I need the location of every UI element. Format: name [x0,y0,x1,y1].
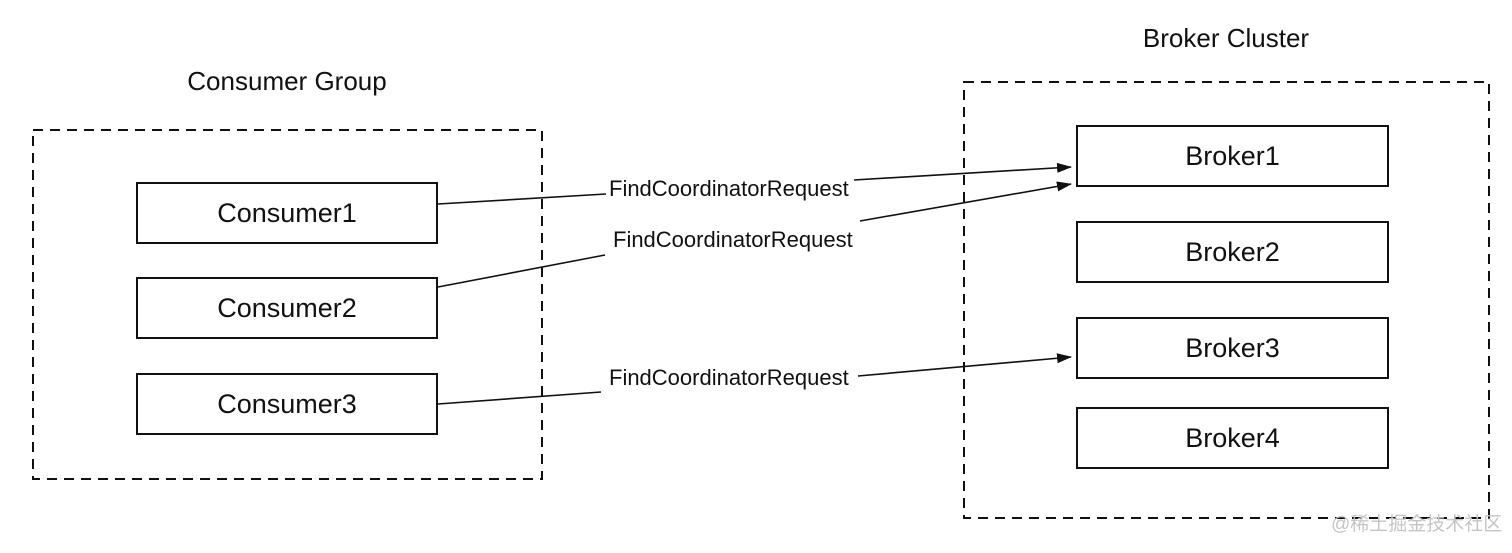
edge-label-consumer1-broker1: FindCoordinatorRequest [609,176,849,201]
node-consumer1: Consumer1 [136,182,438,244]
edge-consumer2-broker1-arrow [859,181,1072,222]
node-broker1-label: Broker1 [1185,140,1280,171]
consumer-group-title: Consumer Group [187,66,387,96]
consumer-group-boundary [32,129,543,480]
edge-consumer3-broker3-arrow [857,353,1072,377]
node-broker4-label: Broker4 [1185,422,1280,453]
broker-cluster-boundary [963,81,1490,519]
node-broker3: Broker3 [1076,317,1389,379]
node-broker1: Broker1 [1076,125,1389,187]
edge-consumer1-broker1-line-left [437,193,607,205]
node-consumer2-label: Consumer2 [217,292,357,323]
node-consumer2: Consumer2 [136,277,438,339]
broker-cluster-title: Broker Cluster [1142,23,1310,53]
node-consumer3-label: Consumer3 [217,388,357,419]
edge-label-consumer2-broker1: FindCoordinatorRequest [613,227,853,252]
node-broker2: Broker2 [1076,221,1389,283]
node-consumer1-label: Consumer1 [217,197,357,228]
edge-consumer2-broker1-line-left [437,254,606,288]
node-consumer3: Consumer3 [136,373,438,435]
edge-consumer3-broker3-line-left [437,391,602,405]
edge-label-consumer3-broker3: FindCoordinatorRequest [609,365,849,390]
watermark: @稀土掘金技术社区 [1331,514,1503,535]
node-broker2-label: Broker2 [1185,236,1280,267]
edge-consumer1-broker1-arrow [853,162,1072,181]
node-broker4: Broker4 [1076,407,1389,469]
node-broker3-label: Broker3 [1185,332,1280,363]
